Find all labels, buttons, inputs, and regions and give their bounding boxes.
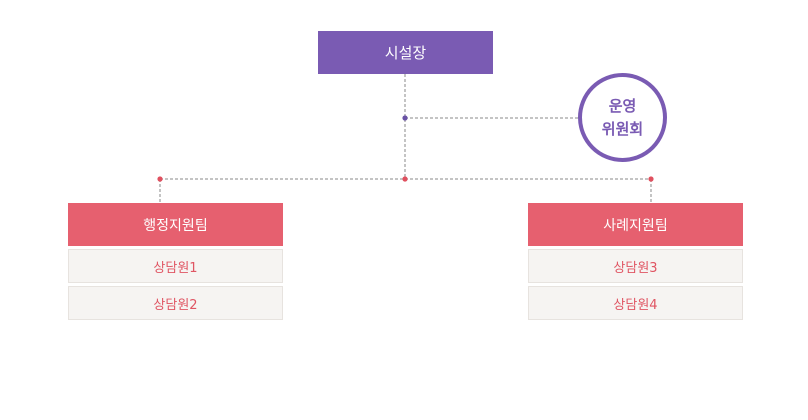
committee-circle: 운영 위원회 xyxy=(578,73,667,162)
team-admin-support: 행정지원팀 상담원1 상담원2 xyxy=(68,203,283,320)
committee-label-line1: 운영 xyxy=(608,96,637,115)
junction-dot-center xyxy=(402,176,408,182)
junction-dot-left xyxy=(157,176,163,182)
head-box: 시설장 xyxy=(318,31,493,74)
member-item: 상담원3 xyxy=(528,249,743,283)
team-title: 사례지원팀 xyxy=(528,203,743,246)
junction-dot-committee xyxy=(402,115,408,121)
member-label: 상담원2 xyxy=(153,297,198,313)
member-item: 상담원2 xyxy=(68,286,283,320)
member-label: 상담원1 xyxy=(153,260,198,276)
committee-label-line2: 위원회 xyxy=(601,119,644,138)
head-label: 시설장 xyxy=(384,44,427,62)
member-label: 상담원4 xyxy=(613,297,658,313)
team-title-label: 사례지원팀 xyxy=(603,217,668,234)
team-title: 행정지원팀 xyxy=(68,203,283,246)
team-case-support: 사례지원팀 상담원3 상담원4 xyxy=(528,203,743,320)
team-title-label: 행정지원팀 xyxy=(143,217,208,234)
member-item: 상담원1 xyxy=(68,249,283,283)
member-label: 상담원3 xyxy=(613,260,658,276)
member-item: 상담원4 xyxy=(528,286,743,320)
junction-dot-right xyxy=(648,176,654,182)
